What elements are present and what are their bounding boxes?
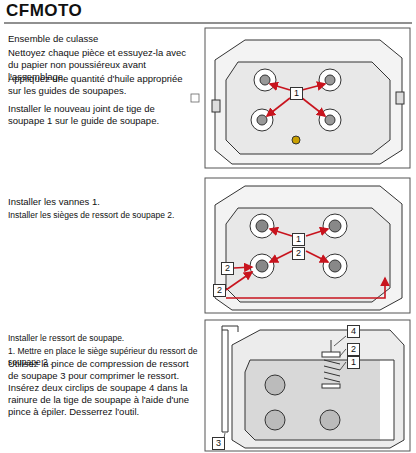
cylinder-head-figure-2 — [205, 178, 410, 313]
callout-number: 2 — [213, 284, 226, 297]
callout-number: 4 — [347, 325, 360, 338]
header-rule — [4, 22, 412, 23]
callout-number: 3 — [212, 437, 225, 450]
cylinder-head-figure-1 — [205, 28, 410, 168]
section-heading: Ensemble de culasse — [8, 33, 198, 45]
instruction-text: Installer le nouveau joint de tige de so… — [8, 103, 188, 127]
instruction-text: Installer le ressort de soupape. — [8, 333, 198, 344]
callout-number: 1 — [292, 233, 305, 246]
instruction-text: Installer les sièges de ressort de soupa… — [8, 210, 198, 221]
callout-number: 1 — [290, 87, 303, 100]
callout-number: 2 — [292, 247, 305, 260]
cylinder-head-figure-3 — [205, 320, 410, 451]
callout-number: 1 — [347, 356, 360, 369]
check-square — [191, 94, 199, 102]
callout-number: 2 — [221, 262, 234, 275]
callout-number: 2 — [347, 343, 360, 356]
instruction-text: Appliquez une quantité d'huile approprié… — [8, 73, 198, 97]
instruction-text: Utilisez la pince de compression de ress… — [8, 358, 200, 417]
instruction-text: Installer les vannes 1. — [8, 196, 198, 208]
brand-title: CFMOTO — [6, 1, 82, 21]
